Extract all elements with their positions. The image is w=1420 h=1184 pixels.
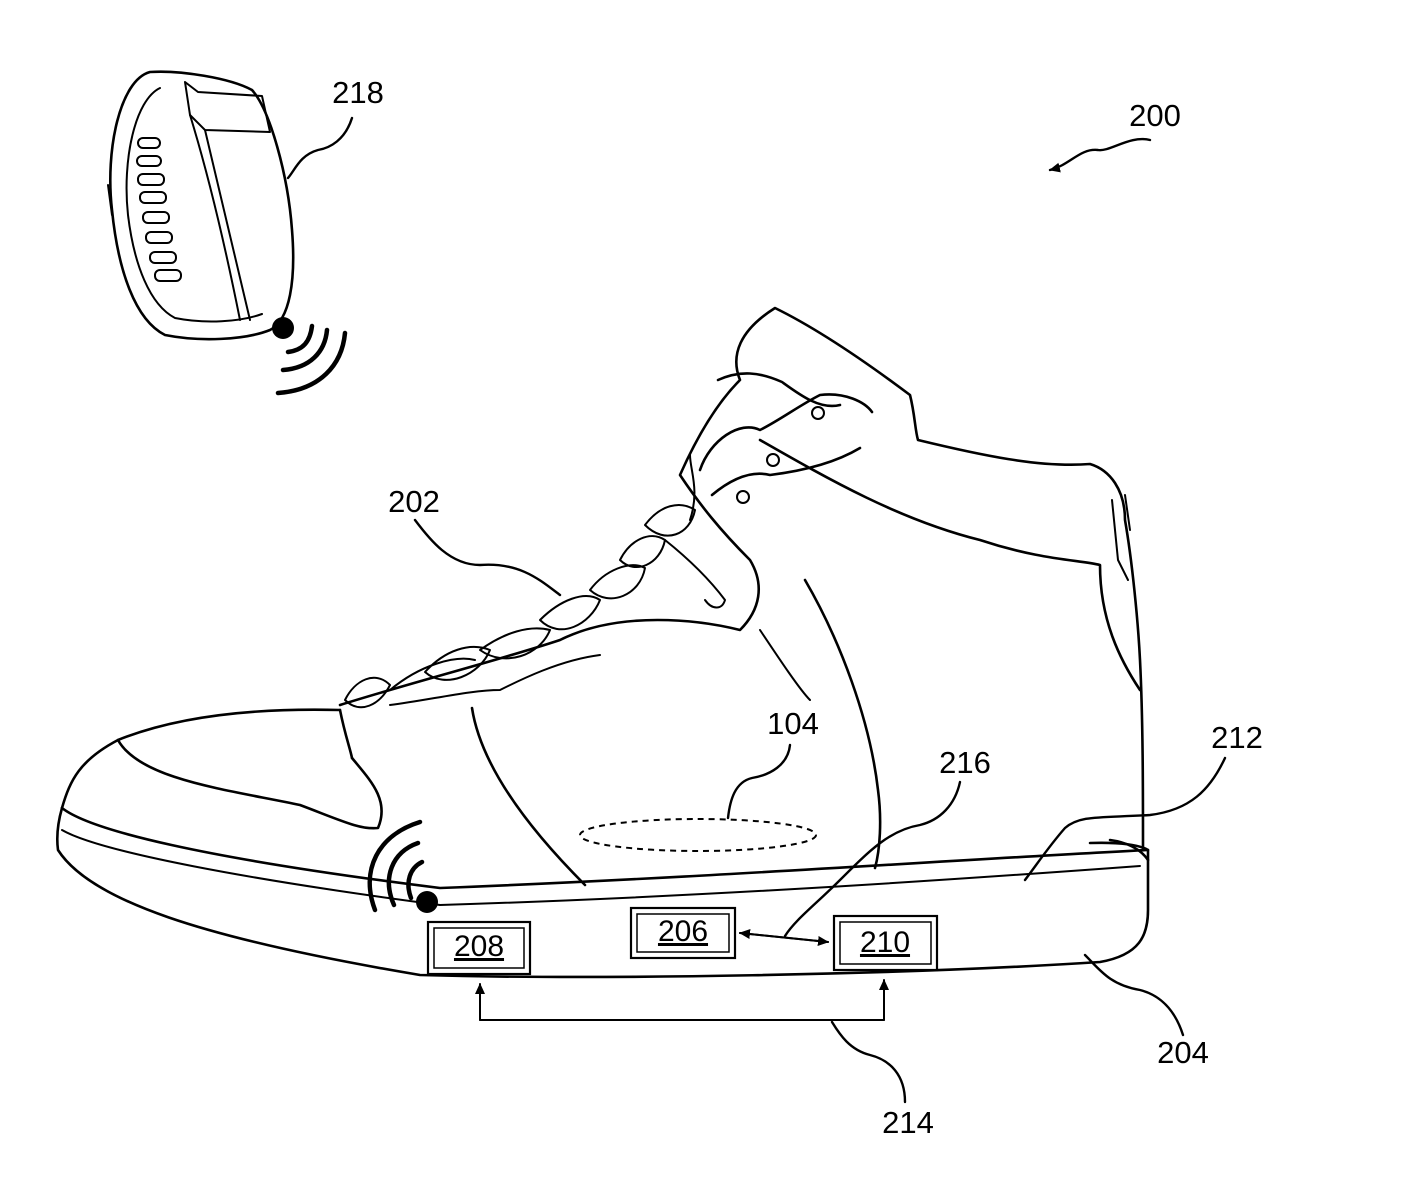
box-label-206: 206 (658, 915, 708, 948)
shoe-drawing (55, 306, 1150, 979)
label-218: 218 (332, 75, 384, 110)
leader-lines (286, 116, 1227, 1104)
box-label-208: 208 (454, 930, 504, 963)
box-label-210: 210 (860, 926, 910, 959)
label-216: 216 (939, 745, 991, 780)
label-200: 200 (1129, 98, 1181, 133)
component-box-206: 206 (629, 906, 737, 960)
label-104: 104 (767, 706, 819, 741)
wireless-signal-icon (367, 819, 438, 913)
wireless-signal-icon (272, 317, 348, 396)
link-206-210 (739, 929, 829, 946)
link-214-bracket (475, 979, 889, 1021)
label-202: 202 (388, 484, 440, 519)
label-212: 212 (1211, 720, 1263, 755)
label-204: 204 (1157, 1035, 1209, 1070)
component-box-210: 210 (832, 914, 939, 972)
component-box-208: 208 (426, 920, 532, 976)
label-214: 214 (882, 1105, 934, 1140)
wristband-drawing (107, 70, 295, 341)
